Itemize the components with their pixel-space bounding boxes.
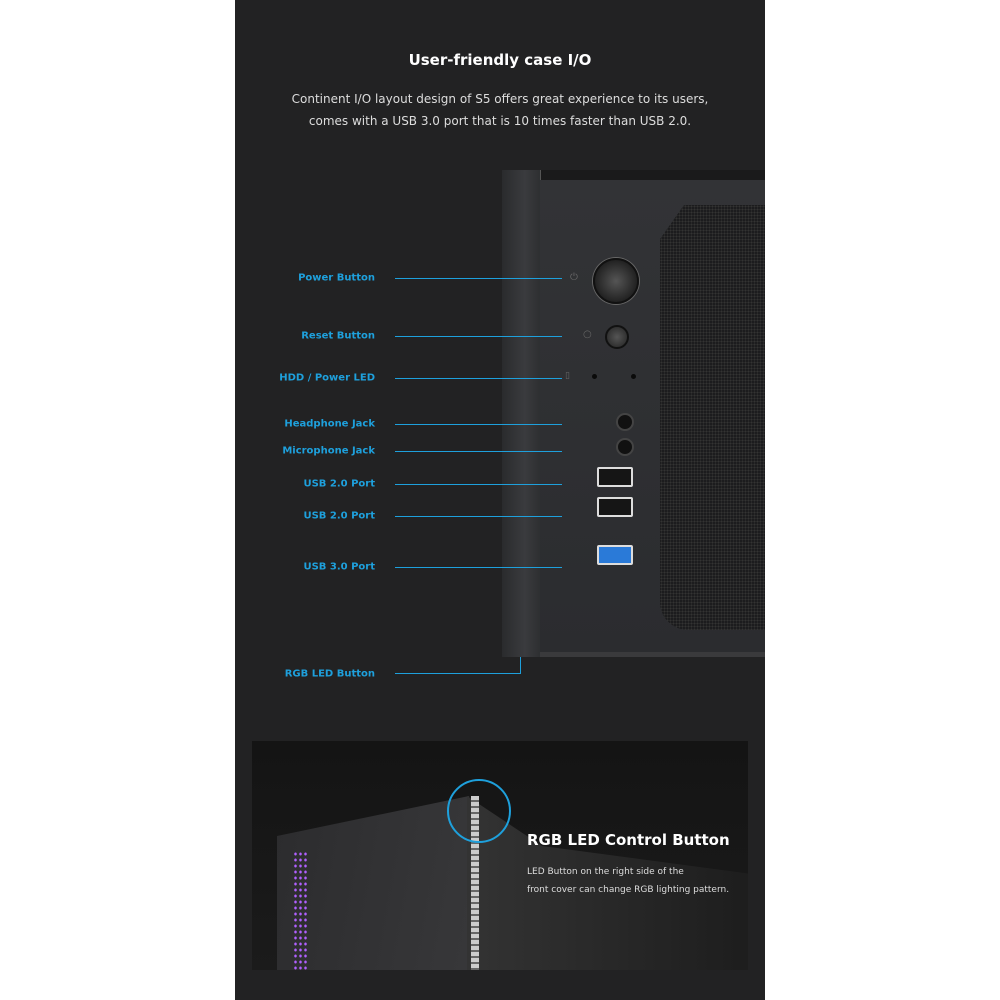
section-title: User-friendly case I/O xyxy=(408,51,592,69)
description-line: comes with a USB 3.0 port that is 10 tim… xyxy=(308,114,692,128)
mesh-grille xyxy=(660,205,765,630)
callout-line xyxy=(395,673,521,674)
callout-line xyxy=(395,336,562,337)
hdd-led xyxy=(592,374,597,379)
callout-line xyxy=(395,516,562,517)
callout-label: Power Button xyxy=(298,272,375,284)
rgb-lighting xyxy=(293,851,309,970)
callout-line xyxy=(395,424,562,425)
callout-line xyxy=(395,378,562,379)
callout-line xyxy=(395,567,562,568)
usb2-port xyxy=(597,467,633,487)
section-description: Continent I/O layout design of S5 offers… xyxy=(235,88,765,132)
headphone-jack xyxy=(616,413,634,431)
callout-label: USB 2.0 Port xyxy=(303,478,375,490)
callout-line xyxy=(395,278,562,279)
callout-label: HDD / Power LED xyxy=(279,372,375,384)
case-bottom xyxy=(540,652,765,657)
led-text-line: LED Button on the right side of the xyxy=(527,867,684,877)
callout-line xyxy=(395,451,562,452)
callout-label: Microphone Jack xyxy=(282,445,375,457)
callout-line xyxy=(395,484,562,485)
callout-label: Headphone Jack xyxy=(284,418,375,430)
description-line: Continent I/O layout design of S5 offers… xyxy=(291,92,709,106)
content-panel: User-friendly case I/O Continent I/O lay… xyxy=(235,0,765,1000)
rgb-led-section: RGB LED Control Button LED Button on the… xyxy=(252,741,748,970)
reset-symbol-icon: ○ xyxy=(583,329,592,340)
callout-label: USB 2.0 Port xyxy=(303,510,375,522)
case-bezel xyxy=(502,170,541,657)
hdd-icon: ▯ xyxy=(565,371,570,381)
reset-button xyxy=(605,325,629,349)
usb2-port xyxy=(597,497,633,517)
led-section-title: RGB LED Control Button xyxy=(527,831,730,849)
power-button xyxy=(593,258,639,304)
led-button-strip xyxy=(471,796,479,970)
usb3-port xyxy=(597,545,633,565)
callout-line xyxy=(520,657,521,674)
led-text-line: front cover can change RGB lighting patt… xyxy=(527,885,730,895)
callout-label: USB 3.0 Port xyxy=(303,561,375,573)
power-symbol-icon: ⏻ xyxy=(570,272,578,283)
power-led xyxy=(631,374,636,379)
led-section-text: LED Button on the right side of the fron… xyxy=(527,863,729,899)
case-top xyxy=(540,170,765,180)
callout-label: Reset Button xyxy=(301,330,375,342)
microphone-jack xyxy=(616,438,634,456)
highlight-circle xyxy=(447,779,511,843)
callout-label: RGB LED Button xyxy=(284,668,375,680)
